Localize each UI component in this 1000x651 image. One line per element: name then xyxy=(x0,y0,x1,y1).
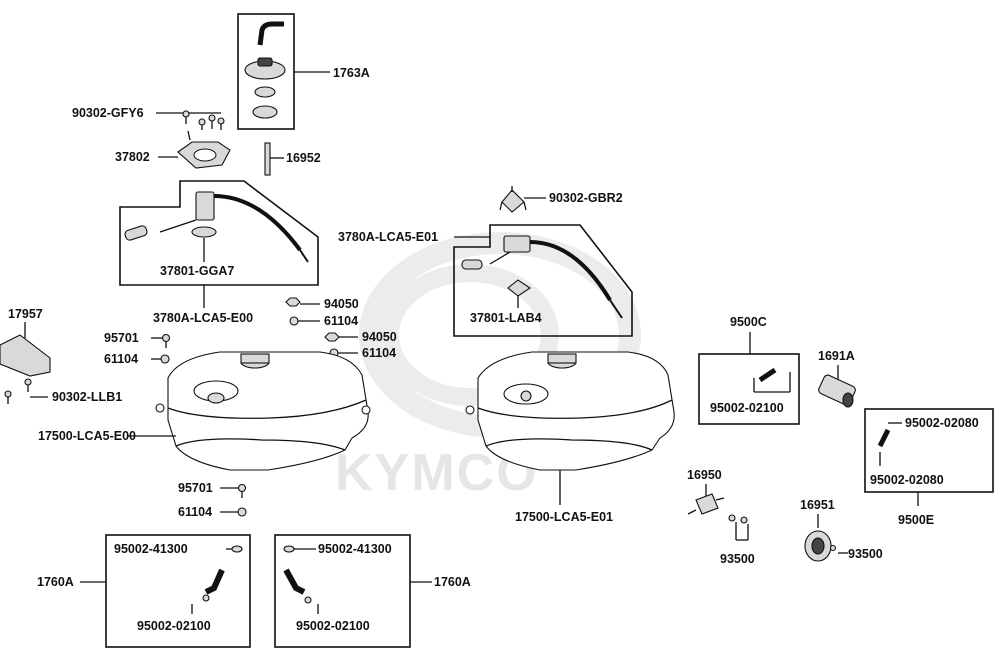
label-61104-b: 61104 xyxy=(362,346,396,360)
label-16950: 16950 xyxy=(687,468,722,482)
hose-kit-9500C: 9500C 95002-02100 xyxy=(698,315,800,425)
assembly-box-1760A-right xyxy=(274,534,411,648)
filler-cap-knob xyxy=(257,57,273,67)
label-61104-d: 61104 xyxy=(178,505,212,519)
label-95002-02100-a: 95002-02100 xyxy=(710,401,784,415)
label-93500-b: 93500 xyxy=(848,547,883,561)
label-1763A: 1763A xyxy=(333,66,370,80)
screw-set-90302-GBR2: 90302-GBR2 xyxy=(499,186,623,213)
label-93500-a: 93500 xyxy=(720,552,755,566)
label-90302-GBR2: 90302-GBR2 xyxy=(549,191,623,205)
label-95701-a: 95701 xyxy=(104,331,139,345)
label-17500-LCA5-E01: 17500-LCA5-E01 xyxy=(515,510,613,524)
bracket-17957: 17957 90302-LLB1 xyxy=(0,307,122,404)
label-9500E: 9500E xyxy=(898,513,934,527)
cap-base-part xyxy=(252,105,278,119)
label-95002-02100-b: 95002-02100 xyxy=(137,619,211,633)
part-16951: 16951 93500 xyxy=(800,498,883,562)
hose-kit-1760A-right: 95002-41300 95002-02100 1760A xyxy=(274,534,471,648)
label-9500C: 9500C xyxy=(730,315,767,329)
pin-16952: 16952 xyxy=(264,142,321,176)
fuel-tank-right: 17500-LCA5-E01 xyxy=(465,351,675,524)
label-3780A-LCA5-E01: 3780A-LCA5-E01 xyxy=(338,230,438,244)
label-1691A: 1691A xyxy=(818,349,855,363)
label-61104-a: 61104 xyxy=(324,314,358,328)
label-16952: 16952 xyxy=(286,151,321,165)
hose-kit-9500E: 95002-02080 95002-02080 9500E xyxy=(864,408,994,527)
assembly-box-9500C xyxy=(698,353,800,425)
label-95002-02080-a: 95002-02080 xyxy=(905,416,979,430)
label-1760A-a: 1760A xyxy=(37,575,74,589)
assembly-box-9500E xyxy=(864,408,994,493)
label-1760A-b: 1760A xyxy=(434,575,471,589)
label-17957: 17957 xyxy=(8,307,43,321)
tank-hardware-bottom: 95701 61104 xyxy=(178,481,247,519)
label-94050-b: 94050 xyxy=(362,330,397,344)
assembly-box-3780A-LCA5-E00 xyxy=(119,180,319,286)
label-90302-LLB1: 90302-LLB1 xyxy=(52,390,122,404)
label-90302-GFY6: 90302-GFY6 xyxy=(72,106,144,120)
label-37802: 37802 xyxy=(115,150,150,164)
label-95002-41300-a: 95002-41300 xyxy=(114,542,188,556)
label-17500-LCA5-E00: 17500-LCA5-E00 xyxy=(38,429,136,443)
assembly-box-1760A-left xyxy=(105,534,251,648)
fuel-tank-left: 17500-LCA5-E00 xyxy=(38,351,371,471)
label-95002-02100-c: 95002-02100 xyxy=(296,619,370,633)
label-61104-c: 61104 xyxy=(104,352,138,366)
tank-hardware-left: 94050 61104 95701 94050 61104 61104 xyxy=(104,297,397,366)
fuel-sender-assembly-left: 37801-GGA7 3780A-LCA5-E00 xyxy=(119,180,319,325)
filler-cap-assembly: 1763A xyxy=(237,13,370,130)
label-95002-41300-b: 95002-41300 xyxy=(318,542,392,556)
vent-hose-part xyxy=(257,21,284,46)
screw-set-90302-GFY6: 90302-GFY6 xyxy=(72,106,225,130)
hose-kit-1760A-left: 95002-41300 95002-02100 1760A xyxy=(37,534,251,648)
filter-1691A: 1691A xyxy=(818,349,856,408)
plate-37802: 37802 xyxy=(115,130,231,169)
label-95002-02080-b: 95002-02080 xyxy=(870,473,944,487)
cap-gasket-part xyxy=(254,86,276,98)
label-16951: 16951 xyxy=(800,498,835,512)
label-37801-LAB4: 37801-LAB4 xyxy=(470,311,542,325)
label-94050-a: 94050 xyxy=(324,297,359,311)
fuel-sender-assembly-right: 3780A-LCA5-E01 37801-LAB4 xyxy=(338,224,633,337)
label-3780A-LCA5-E00: 3780A-LCA5-E00 xyxy=(153,311,253,325)
valve-16950: 16950 93500 xyxy=(687,468,755,566)
label-95701-b: 95701 xyxy=(178,481,213,495)
label-37801-GGA7: 37801-GGA7 xyxy=(160,264,234,278)
assembly-box-3780A-LCA5-E01 xyxy=(453,224,633,337)
